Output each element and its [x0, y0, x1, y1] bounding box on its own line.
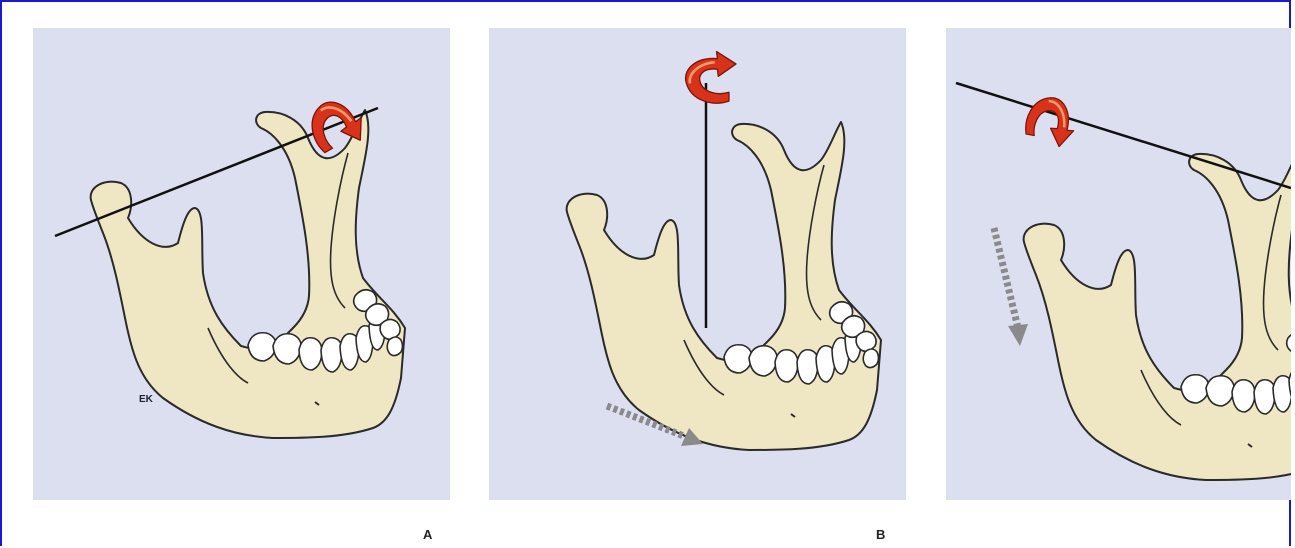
mandible-illustration-2	[489, 28, 906, 500]
mandible-illustration-1	[33, 28, 450, 500]
panel-1: EK	[33, 28, 450, 500]
curved-rotation-arrow-icon	[1023, 94, 1078, 149]
panel-label-a: A	[423, 527, 432, 542]
dashed-arrow-icon	[994, 228, 1028, 346]
panel-label-b: B	[876, 527, 885, 542]
mandible-illustration-3	[946, 28, 1291, 500]
panel-3	[946, 28, 1291, 500]
panel-2	[489, 28, 906, 500]
rotation-axis-line	[956, 83, 1291, 188]
illustrator-signature: EK	[139, 394, 153, 405]
curved-rotation-arrow-icon	[686, 52, 736, 104]
